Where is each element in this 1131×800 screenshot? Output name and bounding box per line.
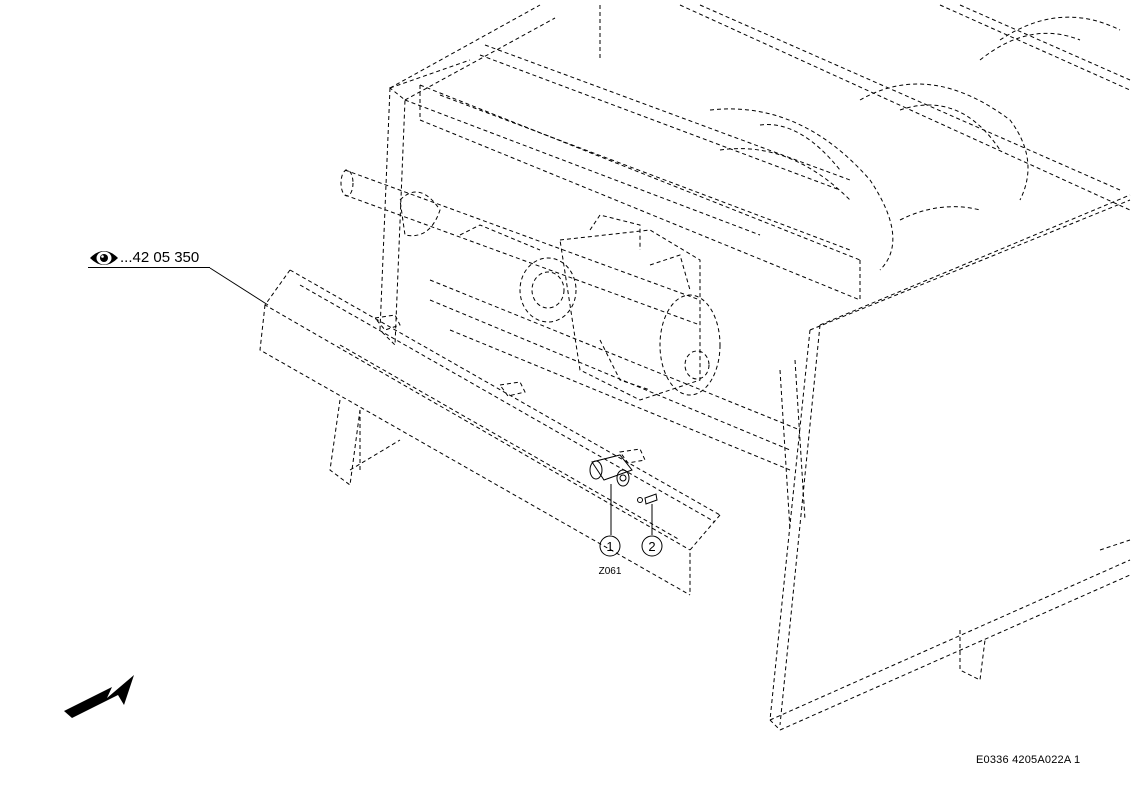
callout-2-number: 2 (648, 539, 655, 554)
reference-underline (88, 267, 210, 268)
machine-frame (329, 4, 1131, 731)
shaft-and-gearbox (340, 169, 721, 401)
callout-1: 1 (599, 535, 621, 557)
eye-icon (90, 251, 118, 265)
callout-1-number: 1 (606, 539, 613, 554)
auger-drum (709, 16, 1121, 271)
component-code: Z061 (599, 566, 622, 577)
reference-leader-line (209, 267, 269, 306)
reference-text: ...42 05 350 (120, 249, 200, 266)
drawing-id: E0336 4205A022A 1 (976, 754, 1081, 766)
callout-2: 2 (641, 535, 663, 557)
arrow-icon (64, 675, 134, 718)
sensor-component (589, 454, 658, 535)
trough-guard (259, 269, 721, 596)
